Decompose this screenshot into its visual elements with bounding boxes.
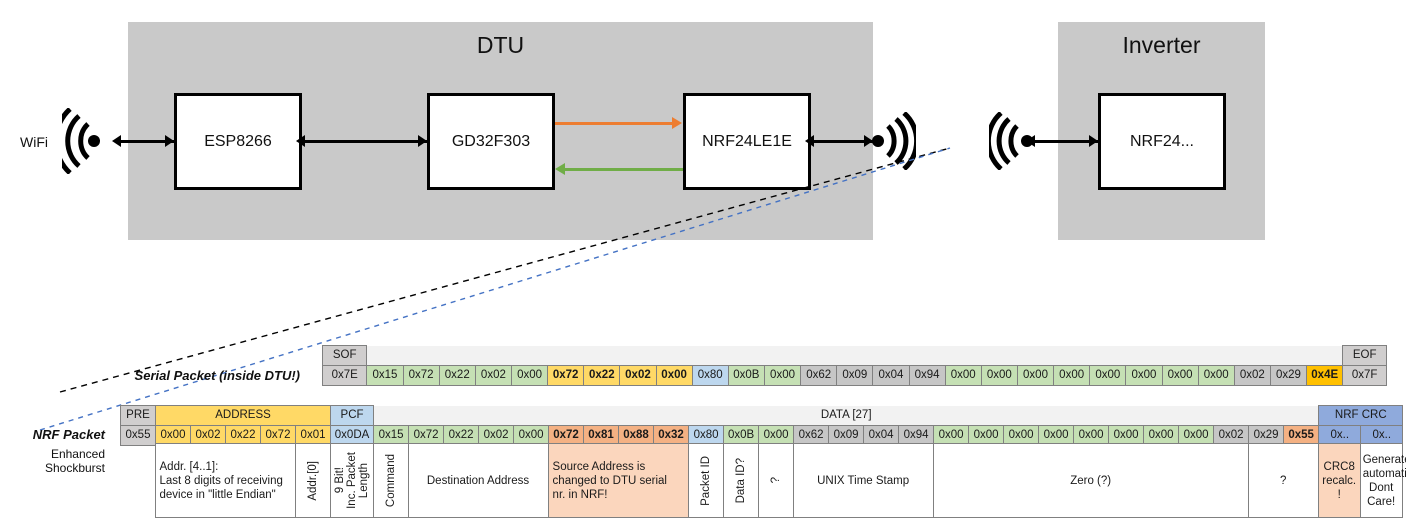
packet-byte-cell: 0x7E	[321, 365, 368, 386]
serial-packet-label: Serial Packet (inside DTU!)	[134, 368, 300, 383]
packet-byte-cell: 0x00	[155, 425, 191, 446]
packet-byte-cell: 0x22	[438, 365, 476, 386]
packet-byte-cell: 0x..	[1318, 425, 1362, 446]
packet-byte-cell: 0x72	[402, 365, 440, 386]
packet-byte-cell: 0x22	[583, 365, 621, 386]
packet-byte-cell: 0x02	[478, 425, 515, 446]
packet-byte-cell: 0x7F	[1342, 365, 1387, 386]
chip-nrf24le1e[interactable]: NRF24LE1E	[683, 93, 811, 190]
packet-byte-cell: 0x55	[120, 425, 156, 446]
packet-byte-cell: 0x0DA	[330, 425, 375, 446]
chip-gd32f303[interactable]: GD32F303	[427, 93, 555, 190]
packet-header-cell: PCF	[330, 405, 375, 426]
packet-byte-cell: 0x09	[836, 365, 874, 386]
packet-byte-cell: 0x02	[619, 365, 657, 386]
packet-byte-cell: 0x00	[1053, 365, 1091, 386]
description-cell: ?	[757, 443, 794, 518]
nrf-packet-sublabel: Enhanced Shockburst	[44, 447, 105, 475]
packet-byte-cell: 0x00	[1161, 365, 1199, 386]
packet-byte-cell: 0x94	[898, 425, 935, 446]
packet-header-cell: PRE	[120, 405, 156, 426]
packet-byte-cell: 0x00	[1178, 425, 1215, 446]
packet-byte-cell: 0x4E	[1306, 365, 1344, 386]
packet-byte-cell: 0x88	[618, 425, 655, 446]
packet-byte-cell: 0x15	[373, 425, 410, 446]
packet-header-cell: NRF CRC	[1318, 405, 1404, 426]
chip-esp8266[interactable]: ESP8266	[174, 93, 302, 190]
description-cell: Data ID?	[722, 443, 759, 518]
packet-byte-cell: 0x94	[908, 365, 946, 386]
packet-byte-cell: 0x00	[933, 425, 970, 446]
packet-byte-cell: 0x80	[691, 365, 729, 386]
inverter-enclosure: Inverter	[1058, 22, 1265, 240]
packet-byte-cell: 0x29	[1269, 365, 1308, 386]
packet-byte-cell: 0x00	[1016, 365, 1055, 386]
packet-byte-cell: 0x81	[583, 425, 620, 446]
packet-byte-cell: 0x02	[190, 425, 226, 446]
packet-byte-cell: 0x09	[828, 425, 865, 446]
description-cell: Generatedautomatically.Dont Care!	[1359, 443, 1406, 518]
packet-byte-cell: 0x00	[1089, 365, 1127, 386]
packet-header-cell	[366, 345, 1343, 366]
packet-byte-cell: 0x00	[944, 365, 982, 386]
packet-byte-cell: 0x00	[510, 365, 549, 386]
packet-byte-cell: 0x00	[1197, 365, 1235, 386]
description-cell: Packet ID	[687, 443, 724, 518]
nrf-packet-label: NRF Packet	[32, 427, 105, 442]
packet-byte-cell: 0x72	[548, 425, 585, 446]
description-cell	[120, 444, 155, 518]
description-cell: Destination Address	[407, 443, 549, 518]
packet-byte-cell: 0x..	[1360, 425, 1404, 446]
inverter-title: Inverter	[1122, 32, 1201, 58]
serial-packet-header-row: SOF EOF	[321, 345, 1387, 366]
packet-byte-cell: 0x02	[1233, 365, 1271, 386]
packet-byte-cell: 0x02	[1213, 425, 1250, 446]
packet-byte-cell: 0x00	[968, 425, 1005, 446]
description-cell: UNIX Time Stamp	[792, 443, 934, 518]
dtu-title: DTU	[476, 32, 525, 58]
chip-inverter-nrf24[interactable]: NRF24...	[1098, 93, 1226, 190]
packet-header-cell: SOF	[321, 345, 368, 366]
packet-byte-cell: 0x00	[1108, 425, 1145, 446]
packet-byte-cell: 0x72	[260, 425, 296, 446]
packet-header-cell: ADDRESS	[154, 405, 332, 426]
packet-byte-cell: 0x0B	[727, 365, 765, 386]
packet-byte-cell: 0x00	[1073, 425, 1110, 446]
packet-header-cell: EOF	[1342, 345, 1387, 366]
packet-byte-cell: 0x72	[547, 365, 585, 386]
packet-byte-cell: 0x00	[655, 365, 693, 386]
packet-byte-cell: 0x04	[872, 365, 910, 386]
packet-byte-cell: 0x00	[1003, 425, 1040, 446]
packet-byte-cell: 0x00	[980, 365, 1018, 386]
description-cell: Zero (?)	[932, 443, 1249, 518]
packet-header-cell: DATA [27]	[373, 405, 1319, 426]
wifi-label: WiFi	[20, 134, 48, 150]
packet-byte-cell: 0x00	[1125, 365, 1163, 386]
block-diagram: DTU Inverter ESP8266 GD32F303 NRF24LE1E …	[20, 22, 1265, 240]
packet-byte-cell: 0x32	[653, 425, 690, 446]
packet-byte-cell: 0x00	[763, 365, 802, 386]
packet-byte-cell: 0x22	[443, 425, 480, 446]
description-cell: ?	[1247, 443, 1319, 518]
description-cell: Command	[372, 443, 409, 518]
packet-byte-cell: 0x62	[800, 365, 838, 386]
description-cell: Addr.[0]	[294, 443, 331, 518]
packet-byte-cell: 0x04	[863, 425, 900, 446]
packet-byte-cell: 0x02	[474, 365, 512, 386]
packet-byte-cell: 0x15	[366, 365, 404, 386]
